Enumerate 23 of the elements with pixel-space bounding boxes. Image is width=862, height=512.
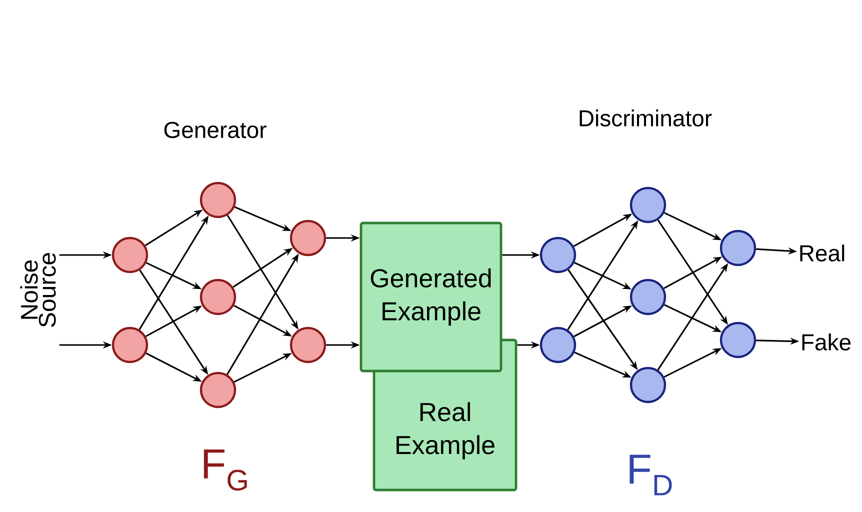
network-title: Generator	[164, 122, 266, 138]
network-title: Discriminator	[580, 110, 712, 126]
neuron-circle	[630, 186, 666, 224]
neuron-circle	[112, 236, 148, 274]
output-label: Fake	[802, 334, 851, 350]
node-label: Real Example	[396, 402, 494, 460]
neuron-circle	[290, 326, 326, 364]
neuron-circle	[630, 278, 666, 316]
neuron-circle	[720, 322, 756, 358]
neuron-circle	[290, 220, 326, 256]
network-symbol: F$_{G}$	[204, 449, 247, 491]
neuron-circle	[540, 236, 576, 274]
output-label: Real	[800, 244, 844, 262]
neuron-circle	[720, 230, 756, 266]
network-symbol: F$_{D}$	[630, 454, 672, 496]
neuron-circle	[200, 278, 236, 316]
neuron-circle	[540, 326, 576, 364]
input-label: Noise Source	[20, 253, 56, 327]
neuron-circle	[630, 366, 666, 404]
neuron-circle	[200, 182, 236, 218]
neuron-circle	[200, 372, 236, 408]
neuron-circle	[112, 326, 148, 364]
example-box: Generated Example	[360, 222, 502, 372]
